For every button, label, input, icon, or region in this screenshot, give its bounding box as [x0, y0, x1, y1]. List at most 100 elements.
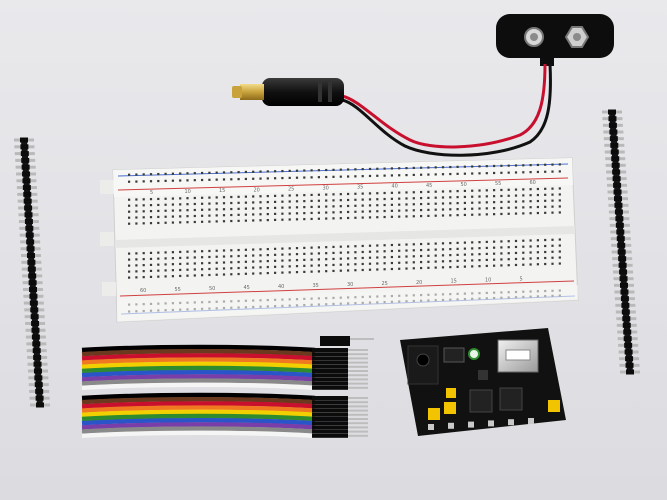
breadboard-hole — [529, 164, 532, 167]
breadboard-hole — [186, 197, 189, 200]
breadboard-hole — [420, 196, 423, 200]
breadboard-hole — [529, 245, 532, 248]
breadboard-hole — [427, 208, 430, 211]
dupont-housing — [312, 360, 348, 365]
breadboard-hole — [142, 252, 145, 255]
breadboard-hole — [128, 270, 131, 273]
breadboard-hole — [522, 188, 525, 191]
breadboard-hole — [507, 194, 510, 197]
breadboard-hole — [317, 199, 320, 202]
breadboard-hole — [412, 261, 415, 264]
breadboard-hole — [215, 249, 218, 252]
breadboard-hole — [164, 269, 167, 272]
breadboard-hole — [558, 170, 561, 173]
breadboard-hole — [142, 270, 145, 273]
breadboard-hole — [303, 252, 306, 255]
breadboard-hole — [485, 201, 488, 204]
breadboard-hole — [463, 213, 466, 217]
breadboard-hole — [449, 266, 452, 269]
breadboard-hole — [201, 214, 204, 217]
breadboard-hole — [222, 220, 226, 223]
breadboard-hole — [142, 210, 145, 213]
breadboard-hole — [420, 208, 423, 212]
breadboard-hole — [441, 254, 445, 257]
pin-header-left — [14, 137, 50, 408]
breadboard-hole — [128, 204, 131, 207]
dupont-housing — [312, 385, 348, 390]
breadboard-hole — [405, 243, 408, 246]
dupont-pin — [348, 418, 368, 420]
breadboard-hole — [259, 272, 262, 275]
breadboard-hole — [558, 205, 561, 208]
breadboard-hole — [441, 260, 445, 263]
breadboard-hole — [142, 198, 145, 201]
breadboard-hole — [149, 216, 153, 219]
breadboard-hole — [164, 215, 167, 218]
breadboard-hole — [551, 262, 554, 265]
breadboard-hole — [215, 255, 218, 258]
breadboard-hole — [142, 204, 145, 207]
breadboard-hole — [266, 259, 269, 263]
breadboard-hole — [383, 197, 386, 201]
breadboard-hole — [412, 191, 415, 194]
dupont-pin — [348, 422, 368, 425]
breadboard-hole — [171, 172, 174, 175]
breadboard-hole — [383, 215, 386, 219]
breadboard-hole — [493, 258, 496, 261]
breadboard-hole — [441, 248, 445, 251]
ribbon-wire — [81, 382, 316, 390]
breadboard-hole — [507, 264, 510, 267]
dupont-housing — [312, 369, 348, 373]
ribbon-wire — [81, 378, 316, 386]
breadboard-hole — [398, 167, 401, 170]
breadboard-hole — [347, 198, 350, 202]
breadboard-hole — [456, 265, 459, 268]
breadboard-hole — [405, 203, 408, 206]
breadboard-hole — [171, 263, 174, 266]
breadboard-hole — [179, 203, 182, 206]
dupont-pin — [348, 378, 368, 381]
breadboard-hole — [405, 261, 408, 264]
breadboard-hole — [193, 256, 196, 259]
breadboard-hole — [463, 172, 466, 175]
breadboard-hole — [500, 171, 503, 174]
breadboard-hole — [244, 254, 247, 257]
breadboard-hole — [310, 217, 313, 221]
breadboard-hole — [390, 243, 393, 247]
breadboard-hole — [237, 178, 240, 181]
breadboard-hole — [354, 251, 357, 254]
breadboard-hole — [215, 261, 218, 264]
breadboard-hole — [376, 244, 379, 247]
breadboard-hole — [412, 255, 415, 258]
breadboard-hole — [361, 175, 364, 178]
ribbon-wire — [81, 349, 316, 357]
breadboard-hole — [529, 206, 532, 209]
breadboard-hole — [493, 201, 496, 204]
breadboard-hole — [361, 256, 364, 260]
breadboard-hole — [514, 206, 518, 209]
breadboard-hole — [281, 169, 284, 173]
breadboard-hole — [441, 166, 445, 169]
breadboard-hole — [493, 213, 496, 216]
breadboard-hole — [332, 269, 335, 273]
breadboard-hole — [514, 245, 518, 249]
breadboard-hole — [449, 202, 452, 205]
breadboard-hole — [405, 209, 408, 212]
breadboard-hole — [303, 176, 306, 179]
breadboard-hole — [164, 179, 167, 182]
breadboard-hole — [412, 173, 415, 177]
breadboard-hole — [536, 199, 539, 203]
breadboard-hole — [500, 212, 503, 216]
breadboard-hole — [551, 211, 554, 214]
dupont-housing — [312, 404, 348, 409]
breadboard-hole — [347, 204, 350, 208]
breadboard-hole — [390, 174, 393, 177]
breadboard-hole — [201, 274, 204, 277]
breadboard-hole — [347, 210, 350, 214]
breadboard-hole — [347, 251, 350, 254]
breadboard-hole — [252, 195, 255, 198]
dupont-pin — [348, 397, 368, 399]
breadboard-hole — [332, 217, 335, 220]
breadboard-hole — [471, 253, 474, 256]
breadboard-hole — [252, 266, 255, 269]
